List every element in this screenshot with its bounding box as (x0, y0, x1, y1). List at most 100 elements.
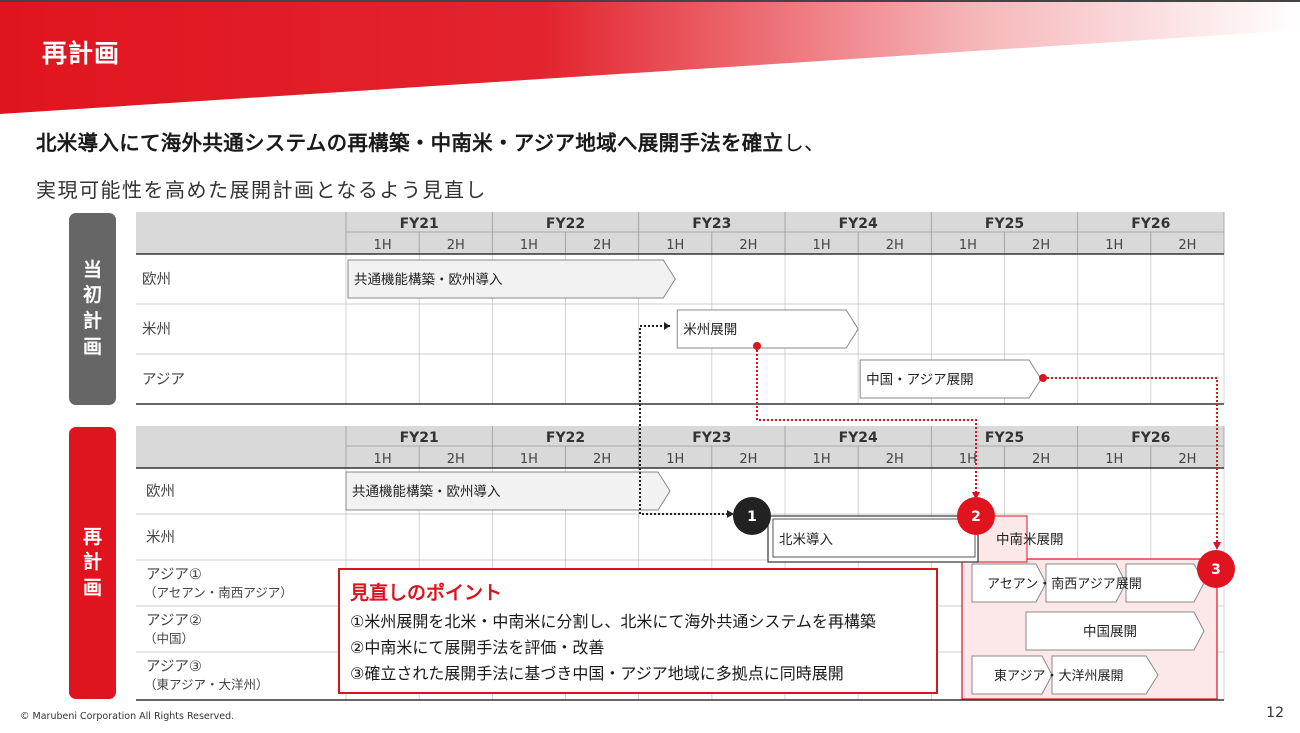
original-plan-half-label: 1H (520, 238, 538, 253)
revised-plan-row-label: アジア③ (146, 659, 202, 675)
original-plan-half-label: 1H (374, 238, 392, 253)
revised-plan-fy-label: FY22 (546, 430, 585, 446)
revised-plan-row-label: アジア① (146, 567, 202, 583)
step-marker-1 (733, 497, 771, 535)
step-marker-1-label: 1 (747, 509, 757, 525)
original-plan-bar (676, 309, 859, 349)
revised-plan-bar-china (1025, 611, 1205, 651)
revised-plan-half-label: 1H (374, 452, 392, 467)
original-plan-half-label: 2H (739, 238, 757, 253)
revised-plan-half-label: 1H (666, 452, 684, 467)
revised-plan-half-label: 1H (813, 452, 831, 467)
revised-plan-bar-latam-label: 中南米展開 (996, 532, 1064, 548)
revised-plan-bar-asean-seg3 (1125, 563, 1205, 603)
original-plan-row-label: アジア (142, 372, 185, 388)
original-plan-header-bg (136, 212, 1224, 254)
revised-plan-bar-asean-seg2 (1045, 563, 1127, 603)
revised-plan-row-label: 米州 (146, 529, 175, 546)
original-plan-row-label: 欧州 (142, 271, 171, 288)
review-points-box: 見直しのポイント ①米州展開を北米・中南米に分割し、北米にて海外共通システムを再… (338, 568, 938, 694)
revised-plan-half-label: 1H (1105, 452, 1123, 467)
copyright-notice: © Marubeni Corporation All Rights Reserv… (20, 711, 235, 722)
original-plan-half-label: 2H (1178, 238, 1196, 253)
connector-2-origin (753, 342, 761, 350)
title-banner (0, 0, 1300, 114)
review-point-1: ①米州展開を北米・中南米に分割し、北米にて海外共通システムを再構築 (350, 612, 876, 631)
original-plan-bar (859, 359, 1042, 399)
page-number: 12 (1266, 705, 1284, 721)
revised-plan-bar-eastasia-seg1 (971, 655, 1053, 695)
original-plan-bar-label: 中国・アジア展開 (866, 372, 973, 388)
connector-1-arrowhead (664, 322, 670, 330)
connector-1-arrowhead (727, 510, 734, 518)
revised-plan-bar-europe-label: 共通機能構築・欧州導入 (352, 484, 501, 500)
original-plan-fy-label: FY25 (985, 216, 1024, 232)
revised-plan-row-label: 欧州 (146, 483, 175, 500)
revised-plan-row-sublabel: （東アジア・大洋州） (144, 677, 269, 692)
revised-plan-bar-na-label: 北米導入 (779, 532, 833, 548)
original-plan-half-label: 2H (1032, 238, 1050, 253)
revised-plan-half-label: 2H (1178, 452, 1196, 467)
original-plan-badge-text: 当初計画 (82, 258, 102, 358)
revised-plan-bar-eastasia-label: 東アジア・大洋州展開 (994, 668, 1123, 684)
headline-tail: し、 (783, 131, 825, 155)
revised-plan-half-label: 1H (959, 452, 977, 467)
connector-2 (756, 346, 977, 494)
original-plan-half-label: 1H (666, 238, 684, 253)
original-plan-half-label: 1H (1105, 238, 1123, 253)
original-plan-fy-label: FY22 (546, 216, 585, 232)
connector-3-arrowhead (1213, 542, 1221, 550)
original-plan-half-label: 2H (447, 238, 465, 253)
original-plan-bar-label: 米州展開 (683, 322, 737, 338)
revised-plan-badge: 再計画 (69, 427, 116, 699)
revised-plan-bar-na (772, 518, 976, 558)
revised-plan-bar-europe (345, 471, 671, 511)
revised-plan-fy-label: FY26 (1131, 430, 1170, 446)
revised-plan-fy-label: FY25 (985, 430, 1024, 446)
review-point-2: ②中南米にて展開手法を評価・改善 (350, 638, 605, 657)
original-plan-bar (347, 259, 676, 299)
review-points-title: 見直しのポイント (350, 582, 503, 604)
revised-plan-badge-text: 再計画 (82, 525, 102, 599)
connector-2-arrowhead (972, 492, 980, 500)
original-plan-half-label: 2H (593, 238, 611, 253)
revised-plan-fy-label: FY23 (692, 430, 731, 446)
revised-plan-row-sublabel: （アセアン・南西アジア） (144, 585, 293, 600)
slide-title: 再計画 (42, 39, 121, 68)
connector-3 (1043, 377, 1218, 544)
revised-plan-fy-label: FY21 (400, 430, 439, 446)
connector-3-origin (1039, 374, 1047, 382)
original-plan-fy-label: FY21 (400, 216, 439, 232)
revised-plan-half-label: 2H (739, 452, 757, 467)
headline: 北米導入にて海外共通システムの再構築・中南米・アジア地域へ展開手法を確立し、 (36, 126, 825, 156)
original-plan-half-label: 2H (886, 238, 904, 253)
revised-plan-fy-label: FY24 (839, 430, 878, 446)
revised-plan-header-bg (136, 426, 1224, 468)
step-marker-3 (1197, 550, 1235, 588)
original-plan-row-label: 米州 (142, 321, 171, 338)
revised-plan-half-label: 2H (593, 452, 611, 467)
original-plan-half-label: 1H (959, 238, 977, 253)
revised-plan-row-sublabel: （中国） (144, 631, 194, 646)
original-plan-half-label: 1H (813, 238, 831, 253)
original-plan-fy-label: FY26 (1131, 216, 1170, 232)
revised-plan-half-label: 2H (447, 452, 465, 467)
revised-plan-half-label: 1H (520, 452, 538, 467)
revised-plan-bar-china-label: 中国展開 (1083, 624, 1137, 640)
step-marker-2 (957, 497, 995, 535)
subheadline: 実現可能性を高めた展開計画となるよう見直し (36, 178, 487, 202)
revised-plan-row-label: アジア② (146, 613, 202, 629)
original-plan-fy-label: FY24 (839, 216, 878, 232)
revised-plan-half-label: 2H (886, 452, 904, 467)
original-plan-badge: 当初計画 (69, 213, 116, 405)
headline-bold: 北米導入にて海外共通システムの再構築・中南米・アジア地域へ展開手法を確立 (36, 131, 784, 155)
review-point-3: ③確立された展開手法に基づき中国・アジア地域に多拠点に同時展開 (350, 664, 844, 683)
step-marker-2-label: 2 (971, 509, 981, 525)
revised-plan-bar-asean-seg1 (971, 563, 1047, 603)
step-marker-3-label: 3 (1211, 562, 1221, 578)
connector-1 (639, 325, 728, 515)
revised-plan-half-label: 2H (1032, 452, 1050, 467)
revised-plan-bar-asean-label: アセアン・南西アジア展開 (987, 576, 1142, 592)
revised-plan-bar-eastasia-seg2 (1051, 655, 1159, 695)
